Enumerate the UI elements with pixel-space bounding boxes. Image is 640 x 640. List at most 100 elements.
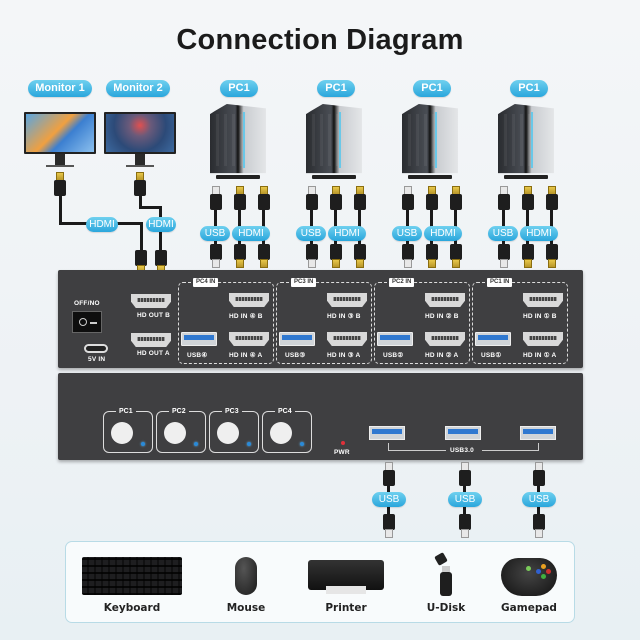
hd-in-b-port[interactable] [425,293,465,307]
hd-in-a-port[interactable] [327,332,367,346]
usb-c-power-port[interactable] [84,344,108,353]
monitor-2-label: Monitor 2 [106,80,170,97]
hd-out-a-label: HD OUT A [137,350,170,357]
mouse-label: Mouse [226,602,266,614]
usb-in-port[interactable] [181,332,217,346]
peripherals-card: Keyboard Mouse Printer U-Disk Gamepad [65,541,575,623]
hd-in-b-label: HD IN ④ B [229,313,263,320]
pc-input-group-label: PC1 IN [487,278,513,287]
usb-cable-label: USB [392,226,422,241]
usb-cable-label: USB [488,226,518,241]
hd-in-a-port[interactable] [229,332,269,346]
pc-switch-label: PC4 [275,407,295,416]
pc-switch-label: PC3 [222,407,242,416]
kvm-front-panel: PC1 PC2 PC3 PC4 PWR USB3.0 [58,373,583,460]
pc-input-group: PC3 IN HD IN ③ B USB③ HD IN ③ A [276,278,372,364]
push-button-icon[interactable] [217,422,239,444]
power-in-label: 5V IN [88,356,106,363]
pc-switch-label: PC2 [169,407,189,416]
hdmi-cable-label: HDMI [232,226,270,241]
pc-input-group: PC2 IN HD IN ② B USB② HD IN ② A [374,278,470,364]
diagram-title: Connection Diagram [176,24,464,56]
usb-hub-label: USB3.0 [450,447,474,454]
hd-in-b-label: HD IN ② B [425,313,459,320]
mouse-icon [235,557,257,595]
keyboard-label: Keyboard [103,602,161,614]
usb-in-label: USB② [383,352,404,359]
pc-input-group-label: PC4 IN [193,278,219,287]
pc-label: PC1 [317,80,355,97]
hd-in-a-label: HD IN ① A [523,352,557,359]
hd-out-b-label: HD OUT B [137,312,171,319]
monitor-2-image [104,112,176,168]
usb-in-port[interactable] [279,332,315,346]
hd-in-a-label: HD IN ② A [425,352,459,359]
pc-switch-button-2[interactable]: PC2 [156,407,206,453]
power-switch[interactable] [72,311,102,333]
gamepad-icon [501,558,557,596]
monitor-1-label: Monitor 1 [28,80,92,97]
led-indicator-icon [141,442,145,446]
hdmi-cable-label: HDMI [146,217,176,232]
pc-tower-image [498,100,554,180]
push-button-icon[interactable] [270,422,292,444]
pc-label: PC1 [510,80,548,97]
power-led-label: PWR [334,449,350,456]
usb-drive-icon [434,552,452,596]
hd-in-b-port[interactable] [523,293,563,307]
udisk-label: U-Disk [426,602,466,614]
usb-in-port[interactable] [475,332,511,346]
pc-tower-image [306,100,362,180]
printer-icon [308,556,384,596]
usb-cable-label: USB [296,226,326,241]
hd-in-b-label: HD IN ① B [523,313,557,320]
hd-in-b-label: HD IN ③ B [327,313,361,320]
usb-hub-port-3[interactable] [520,426,556,440]
hd-out-b-port[interactable] [131,294,171,308]
hd-in-b-port[interactable] [327,293,367,307]
pc-tower-image [210,100,266,180]
usb-in-label: USB④ [187,352,208,359]
push-button-icon[interactable] [164,422,186,444]
led-indicator-icon [300,442,304,446]
power-led-icon [341,441,345,445]
led-indicator-icon [247,442,251,446]
power-switch-label: OFF/NO [74,300,100,307]
pc-switch-button-4[interactable]: PC4 [262,407,312,453]
gamepad-label: Gamepad [501,602,557,614]
hd-in-a-label: HD IN ④ A [229,352,263,359]
push-button-icon[interactable] [111,422,133,444]
usb-in-label: USB③ [285,352,306,359]
hd-in-a-label: HD IN ③ A [327,352,361,359]
pc-switch-button-1[interactable]: PC1 [103,407,153,453]
pc-input-group: PC4 IN HD IN ④ B USB④ HD IN ④ A [178,278,274,364]
hdmi-cable-label: HDMI [520,226,558,241]
usb-in-label: USB① [481,352,502,359]
printer-label: Printer [325,602,367,614]
hdmi-cable-label: HDMI [424,226,462,241]
pc-label: PC1 [413,80,451,97]
usb-in-port[interactable] [377,332,413,346]
hd-in-a-port[interactable] [523,332,563,346]
pc-input-group: PC1 IN HD IN ① B USB① HD IN ① A [472,278,568,364]
led-indicator-icon [194,442,198,446]
usb-hub-port-1[interactable] [369,426,405,440]
pc-label: PC1 [220,80,258,97]
hd-in-b-port[interactable] [229,293,269,307]
pc-input-group-label: PC2 IN [389,278,415,287]
hdmi-cable-label: HDMI [328,226,366,241]
pc-switch-label: PC1 [116,407,136,416]
pc-input-group-label: PC3 IN [291,278,317,287]
usb-cable-label: USB [372,492,406,507]
pc-tower-image [402,100,458,180]
hd-out-a-port[interactable] [131,333,171,347]
pc-switch-button-3[interactable]: PC3 [209,407,259,453]
usb-cable-label: USB [522,492,556,507]
hd-in-a-port[interactable] [425,332,465,346]
hdmi-cable-label: HDMI [86,217,118,232]
keyboard-icon [82,557,182,595]
usb-cable-label: USB [448,492,482,507]
usb-hub-port-2[interactable] [445,426,481,440]
monitor-1-image [24,112,96,168]
kvm-back-panel: OFF/NO 5V IN HD OUT B HD OUT A PC4 IN HD… [58,270,583,368]
